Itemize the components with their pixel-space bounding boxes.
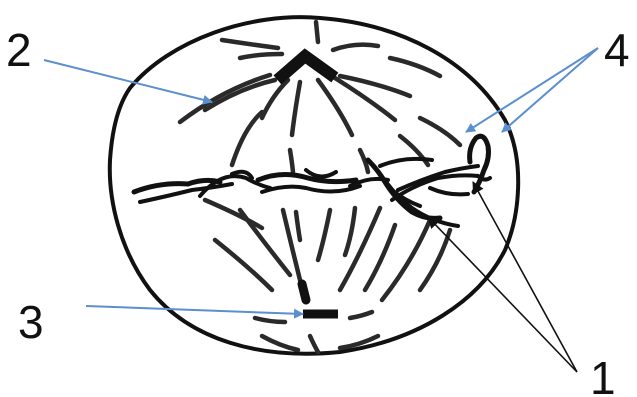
pointer-3: [86, 306, 303, 314]
pointer-4b: [502, 48, 598, 132]
chromosomes: [134, 136, 490, 226]
label-4: 4: [604, 24, 630, 76]
pointer-4a: [466, 48, 598, 132]
label-3: 3: [18, 296, 44, 348]
pointer-2: [44, 60, 212, 102]
bottom-centrosome: [302, 284, 338, 314]
top-centrosome: [282, 56, 330, 76]
label-1: 1: [590, 352, 616, 397]
label-2: 2: [6, 24, 32, 76]
pointer-1b: [428, 217, 577, 372]
